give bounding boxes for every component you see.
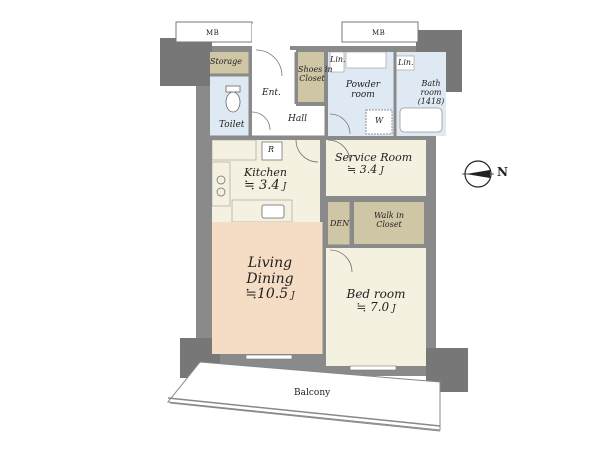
kitchen-size: ≒ 3.4 <box>244 178 280 194</box>
balcony-railing-inner <box>169 402 441 432</box>
toilet-bowl <box>225 91 241 113</box>
bedroom-name: Bed room <box>346 287 406 301</box>
mb-right-label: MB <box>372 29 386 37</box>
living-dining-line-1: Living <box>247 255 293 271</box>
compass-north-label: N <box>497 165 508 179</box>
living-dining-unit: J <box>291 291 295 302</box>
service-room-name: Service Room <box>335 151 413 164</box>
service-room-unit: J <box>380 166 384 177</box>
toilet-label: Toilet <box>219 120 245 130</box>
living-dining-area <box>212 222 324 354</box>
interior-walls <box>210 50 426 362</box>
living-dining-line-2: Dining <box>246 270 294 287</box>
linen-right-label: Lin. <box>398 58 414 67</box>
walk-in-closet-line-1: Walk in <box>374 211 404 220</box>
shoes-closet-line-1: Shoes in <box>298 65 333 74</box>
entrance-area <box>252 50 296 106</box>
window-left <box>245 354 293 360</box>
storage-label: Storage <box>210 57 242 66</box>
bathtub <box>399 107 443 133</box>
stove-burner <box>216 187 226 197</box>
storage-area <box>210 52 250 74</box>
bath-room-label: Bath room (1418) <box>414 79 448 107</box>
kitchen-counter-top <box>211 139 257 161</box>
refrigerator-label: R <box>268 145 275 154</box>
left-column <box>160 38 212 86</box>
washer-pan <box>365 109 393 135</box>
stove-burner <box>216 175 226 185</box>
mb-right-box <box>341 21 419 43</box>
door-swings <box>251 49 353 273</box>
den-area <box>328 202 350 246</box>
powder-room-line-1: Powder <box>345 80 381 90</box>
bedroom-unit: J <box>392 304 396 315</box>
bath-room-line-3: (1418) <box>417 96 445 106</box>
kitchen-sink <box>261 204 285 219</box>
toilet-tank <box>225 85 241 93</box>
hall-area <box>252 106 326 136</box>
shoes-closet-line-2: Closet <box>299 73 325 83</box>
sink-counter <box>345 51 387 69</box>
linen-left-label: Lin. <box>330 55 346 64</box>
living-dining-size: ≒10.5 <box>245 286 289 303</box>
hall-label: Hall <box>288 114 307 124</box>
service-room-size: ≒ 3.4 <box>347 163 378 177</box>
walk-in-closet-line-2: Closet <box>376 219 402 229</box>
window-right <box>349 365 397 371</box>
balcony-railing <box>167 397 441 427</box>
shoes-closet-label: Shoes in Closet <box>298 65 333 84</box>
service-room-area <box>326 140 426 196</box>
bath-room-line-1: Bath <box>421 79 441 88</box>
mb-left-label: MB <box>206 29 220 37</box>
compass-icon <box>462 160 494 188</box>
kitchen-unit: J <box>282 182 287 193</box>
balcony-floor <box>167 361 441 431</box>
entry-notch <box>252 24 290 52</box>
shoes-closet-area <box>298 52 324 102</box>
kitchen-name: Kitchen <box>244 166 287 179</box>
bedroom-size: ≒ 7.0 <box>356 300 390 315</box>
powder-room-line-2: room <box>351 90 375 101</box>
powder-room-label: Powder room <box>338 80 388 100</box>
refrigerator-box <box>261 141 283 161</box>
linen-left-area <box>329 51 345 73</box>
washer-label: W <box>375 116 384 125</box>
bath-room-line-2: room <box>420 87 442 97</box>
entrance-label: Ent. <box>262 88 281 98</box>
walk-in-closet-area <box>354 202 424 244</box>
balcony-label: Balcony <box>294 388 331 398</box>
bedroom-area <box>326 248 426 366</box>
walk-in-closet-label: Walk in Closet <box>366 211 412 230</box>
den-label: DEN <box>330 219 350 228</box>
